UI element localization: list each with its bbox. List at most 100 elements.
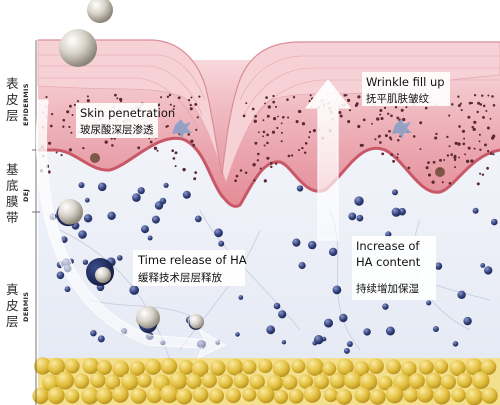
cell-dot [405, 106, 408, 109]
svg-text:层: 层 [6, 108, 19, 123]
cell-dot [251, 107, 255, 111]
fat-globule [433, 359, 449, 374]
ha-dot [182, 190, 191, 199]
ha-dot [90, 330, 97, 337]
cell-dot [464, 153, 467, 156]
fat-globule [385, 385, 404, 404]
ha-dot [214, 228, 223, 238]
cell-dot [346, 98, 351, 103]
cell-dot [388, 129, 391, 133]
cell-dot [396, 153, 399, 156]
fat-globule [378, 375, 393, 391]
ha-dot [84, 197, 90, 203]
ha-dot [137, 187, 145, 195]
cell-dot [357, 124, 361, 129]
cell-dot [492, 153, 495, 156]
cell-dot [362, 118, 366, 122]
cell-dot [419, 148, 422, 151]
ha-dot [339, 313, 348, 323]
fat-globule [288, 388, 304, 404]
cell-dot [299, 110, 302, 113]
cell-dot [476, 110, 479, 114]
ha-dot [457, 290, 466, 299]
svg-text:皮: 皮 [6, 92, 19, 107]
cell-dot [489, 152, 493, 155]
cell-dot [262, 130, 266, 134]
cell-dot [68, 125, 71, 129]
cell-dot [463, 137, 466, 140]
cell-dot [479, 148, 482, 151]
cell-dot [392, 159, 396, 163]
cell-dot [172, 157, 176, 160]
svg-text:底: 底 [6, 178, 19, 193]
cell-dot [160, 96, 163, 99]
cell-dot [476, 182, 480, 186]
fat-globule [225, 387, 241, 404]
cell-dot [454, 166, 457, 169]
cell-dot [388, 136, 392, 140]
cell-dot [86, 99, 90, 103]
svg-text:Time release of HA: Time release of HA [137, 253, 247, 267]
svg-text:Increase of: Increase of [356, 239, 420, 253]
cell-dot [172, 107, 175, 111]
fat-globule [369, 388, 386, 405]
fat-globule [112, 360, 129, 378]
cell-dot [491, 136, 495, 140]
ha-dot [298, 261, 306, 270]
cell-dot [402, 117, 406, 122]
cell-dot [257, 131, 260, 134]
cell-dot [113, 137, 116, 140]
cell-dot [486, 166, 489, 170]
fat-globule [336, 388, 353, 405]
cell-dot [439, 158, 442, 162]
cell-dot [338, 110, 342, 115]
label-dej: 基 底 膜 带 DEJ [6, 162, 30, 225]
svg-text:EPIDERMIS: EPIDERMIS [22, 83, 30, 126]
ha-dot [391, 207, 401, 217]
cell-dot [457, 104, 461, 108]
ha-dot [356, 214, 364, 222]
cell-dot [166, 95, 170, 98]
penetration-arrow [35, 99, 227, 360]
cell-dot [435, 132, 438, 136]
fat-globule [298, 374, 313, 389]
cell-dot [253, 179, 256, 182]
cell-dot [390, 153, 394, 156]
cell-dot [397, 138, 400, 142]
fat-globule [208, 388, 224, 404]
cell-dot [465, 159, 470, 163]
basal-membrane [38, 136, 500, 208]
release-capsules [56, 199, 204, 333]
ha-dot [324, 318, 333, 328]
fat-globule [306, 358, 324, 376]
cell-dot [280, 140, 283, 143]
svg-text:抚平肌肤皱纹: 抚平肌肤皱纹 [366, 92, 429, 105]
ha-dot [296, 185, 304, 192]
cell-dot [116, 97, 119, 100]
cell-dot [462, 142, 466, 146]
fat-globule [337, 358, 354, 376]
fat-globule [425, 372, 442, 389]
cell-dot [354, 104, 358, 107]
ha-dot [348, 212, 357, 221]
fat-globule [354, 387, 371, 404]
cell-dot [301, 122, 306, 126]
svg-text:皮: 皮 [6, 298, 19, 313]
cell-dot [467, 115, 471, 119]
cell-dot [270, 165, 273, 169]
ha-dot [218, 240, 225, 247]
ha-dot [491, 218, 498, 226]
fat-globule [257, 386, 275, 404]
cell-dot [348, 109, 352, 112]
fat-globule [178, 359, 194, 375]
cell-dot [473, 94, 477, 97]
fat-globule [226, 358, 244, 376]
cell-dot [276, 126, 279, 130]
label-dermis: 真 皮 层 DERMIS [6, 282, 30, 329]
callout-wrinkle-fill: Wrinkle fill up 抚平肌肤皱纹 [362, 72, 450, 106]
fat-globule [481, 387, 498, 404]
cell-dot [387, 112, 390, 115]
ha-dot [343, 347, 350, 354]
